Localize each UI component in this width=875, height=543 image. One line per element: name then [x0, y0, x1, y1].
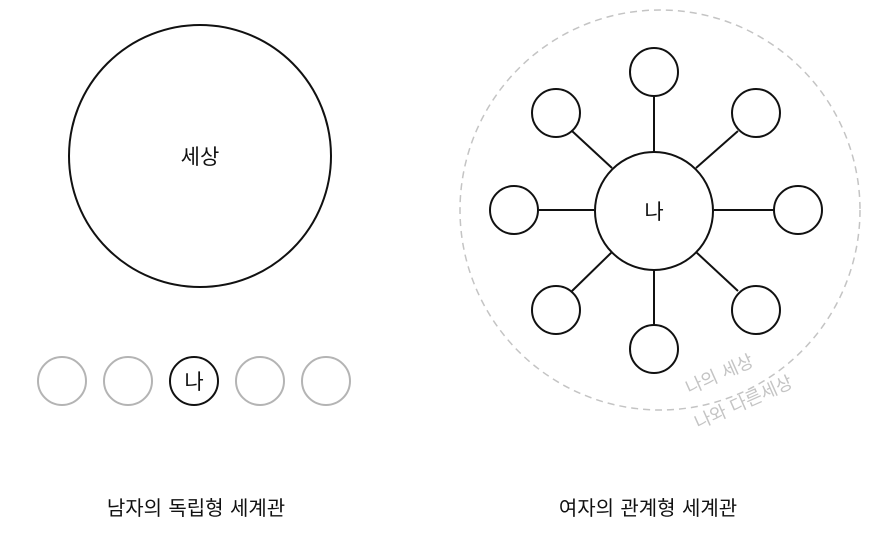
relation-node — [531, 88, 581, 138]
relation-node — [489, 185, 539, 235]
relation-node — [629, 47, 679, 97]
relation-node — [629, 324, 679, 374]
world-label: 세상 — [181, 145, 220, 169]
relation-node — [531, 285, 581, 335]
me-label: 나 — [184, 370, 203, 394]
spoke-line — [695, 130, 739, 169]
other-person-circle — [235, 356, 285, 406]
spoke-line — [695, 251, 739, 292]
relational-worldview: 나 나의 세상 나와 다른세상 여자의 관계형 세계관 — [459, 9, 861, 520]
outer-world-dashed-ring — [459, 9, 861, 411]
relation-node — [731, 285, 781, 335]
me-circle — [169, 356, 219, 406]
other-person-circle — [37, 356, 87, 406]
right-caption: 여자의 관계형 세계관 — [559, 496, 737, 520]
center-me-label: 나 — [644, 200, 663, 224]
world-circle — [68, 24, 332, 288]
left-caption: 남자의 독립형 세계관 — [107, 496, 285, 520]
other-person-circle — [103, 356, 153, 406]
relation-node — [773, 185, 823, 235]
other-person-circle — [301, 356, 351, 406]
relation-nodes — [489, 47, 823, 374]
center-me-circle — [594, 151, 714, 271]
spoke-line — [571, 251, 613, 292]
relation-node — [731, 88, 781, 138]
independent-worldview: 세상 나 남자의 독립형 세계관 — [37, 24, 351, 520]
spokes — [539, 96, 774, 326]
people-row: 나 — [37, 356, 351, 406]
spoke-line — [571, 130, 613, 169]
